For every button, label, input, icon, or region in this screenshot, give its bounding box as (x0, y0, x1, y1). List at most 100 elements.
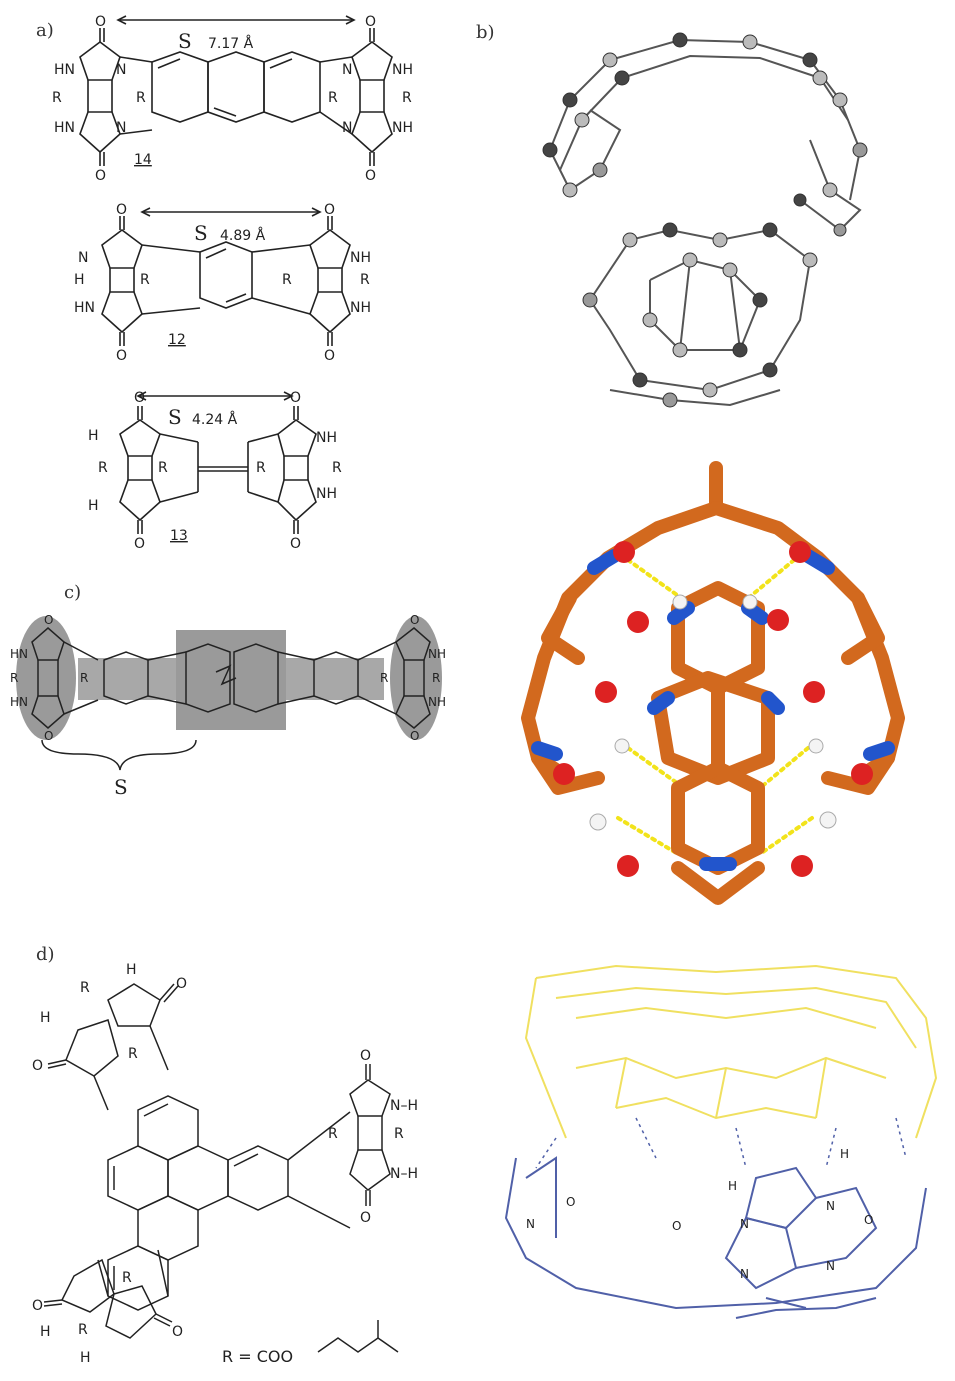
wireframe-capsule-model: H H N N N N O O N O (504, 964, 938, 1319)
atom-r: R (256, 460, 266, 476)
molecule-12-structure: H N HN R R R NH NH O O O O S 4.89 Å 12 (74, 202, 371, 360)
atom-n: N (116, 62, 126, 78)
hydrogen-atoms (589, 594, 837, 831)
compound-number-12: 12 (168, 332, 186, 348)
lower-half-wireframe (504, 1156, 927, 1319)
atom-o: O (324, 202, 335, 218)
atom-o: O (365, 168, 376, 184)
atom-nh: NH (316, 486, 337, 502)
atom-n-h: N–H (390, 1166, 418, 1182)
atom-r: R (360, 272, 370, 288)
distance-14: 7.17 Å (208, 35, 254, 52)
s-label-13: S (168, 405, 182, 429)
atom-h: H (74, 272, 85, 288)
atom-r: R (380, 671, 388, 685)
atom-o: O (360, 1048, 371, 1064)
tris-glycoluril-structure: H H R R O O O O N–H N–H R R O O H H R R … (32, 962, 418, 1366)
atom-h: H (88, 498, 99, 514)
atom-r: R (282, 272, 292, 288)
atom-hn: HN (54, 62, 75, 78)
atom-o: O (134, 536, 145, 550)
atom-o: O (290, 536, 301, 550)
atom-n-h: N–H (390, 1098, 418, 1114)
s-label-c: S (114, 775, 128, 799)
atom-h: H (40, 1324, 51, 1340)
atom-nh: NH (428, 695, 446, 709)
molecule-13-structure: H H R R R R NH NH O O O O S 4.24 Å 13 (88, 390, 342, 550)
atom-o: O (134, 390, 145, 406)
atom-nh: NH (392, 120, 413, 136)
atom-o: O (360, 1210, 371, 1226)
atom-o: O (95, 14, 106, 30)
capsule-stick-model (521, 461, 905, 905)
ball-and-stick-atoms (542, 32, 868, 408)
distance-12: 4.89 Å (220, 227, 266, 244)
atom-r: R (332, 460, 342, 476)
atom-o: O (32, 1058, 43, 1074)
atom-h: H (728, 1179, 737, 1193)
atom-o: O (672, 1219, 681, 1233)
atom-nh: NH (392, 62, 413, 78)
atom-r: R (80, 671, 88, 685)
atom-r: R (136, 90, 146, 106)
atom-r: R (80, 980, 90, 996)
atom-nh: NH (428, 647, 446, 661)
s-label-12: S (194, 221, 208, 245)
panel-label-c: c) (64, 582, 82, 603)
atom-hn: HN (10, 647, 28, 661)
atom-r: R (78, 1322, 88, 1338)
compound-number-14: 14 (134, 152, 152, 168)
atom-h: H (88, 428, 99, 444)
atom-n: N (78, 250, 88, 266)
atom-r: R (122, 1270, 132, 1286)
atom-nh: NH (350, 250, 371, 266)
hydrogen-bond-dashes (535, 1117, 907, 1169)
distance-13: 4.24 Å (192, 411, 238, 428)
hydrogen-bonds (616, 558, 814, 856)
atom-hn: HN (74, 300, 95, 316)
atom-nh: NH (350, 300, 371, 316)
atom-o: O (44, 613, 53, 627)
atom-n: N (342, 62, 352, 78)
atom-n: N (826, 1259, 835, 1273)
atom-r: R (128, 1046, 138, 1062)
carbon-framework (521, 461, 905, 905)
atom-o: O (290, 390, 301, 406)
atom-h: H (840, 1147, 849, 1161)
atom-n: N (342, 120, 352, 136)
atom-o: O (410, 613, 419, 627)
nitrogen-atoms (531, 549, 895, 871)
s-label-14: S (178, 29, 192, 53)
atom-n: N (116, 120, 126, 136)
ball-and-stick-bonds (549, 38, 862, 407)
r-group-definition: R = COO (222, 1347, 293, 1366)
atom-n: N (740, 1217, 749, 1231)
atom-o: O (410, 729, 419, 743)
atom-nh: NH (316, 430, 337, 446)
oxygen-atoms (553, 541, 873, 877)
atom-hn: HN (54, 120, 75, 136)
atom-r: R (10, 671, 18, 685)
molecule-14-structure: O O O O HN HN N N R R N N NH NH R R S 7.… (52, 14, 413, 184)
molecular-capsule-scheme: HN R HN R R R NH NH O O O O S (10, 613, 446, 799)
atom-r: R (52, 90, 62, 106)
panel-label-b: b) (476, 22, 495, 43)
atom-hn: HN (10, 695, 28, 709)
atom-o: O (44, 729, 53, 743)
atom-r: R (402, 90, 412, 106)
atom-r: R (432, 671, 440, 685)
upper-half-wireframe (524, 964, 938, 1139)
atom-n: N (826, 1199, 835, 1213)
panel-label-a: a) (36, 20, 54, 41)
compound-number-13: 13 (170, 528, 188, 544)
atom-o: O (116, 348, 127, 360)
atom-o: O (116, 202, 127, 218)
atom-o: O (324, 348, 335, 360)
atom-r: R (140, 272, 150, 288)
atom-r: R (328, 90, 338, 106)
panel-label-d: d) (36, 944, 55, 965)
atom-r: R (328, 1126, 338, 1142)
atom-h: H (40, 1010, 51, 1026)
atom-r: R (394, 1126, 404, 1142)
atom-o: O (864, 1213, 873, 1227)
